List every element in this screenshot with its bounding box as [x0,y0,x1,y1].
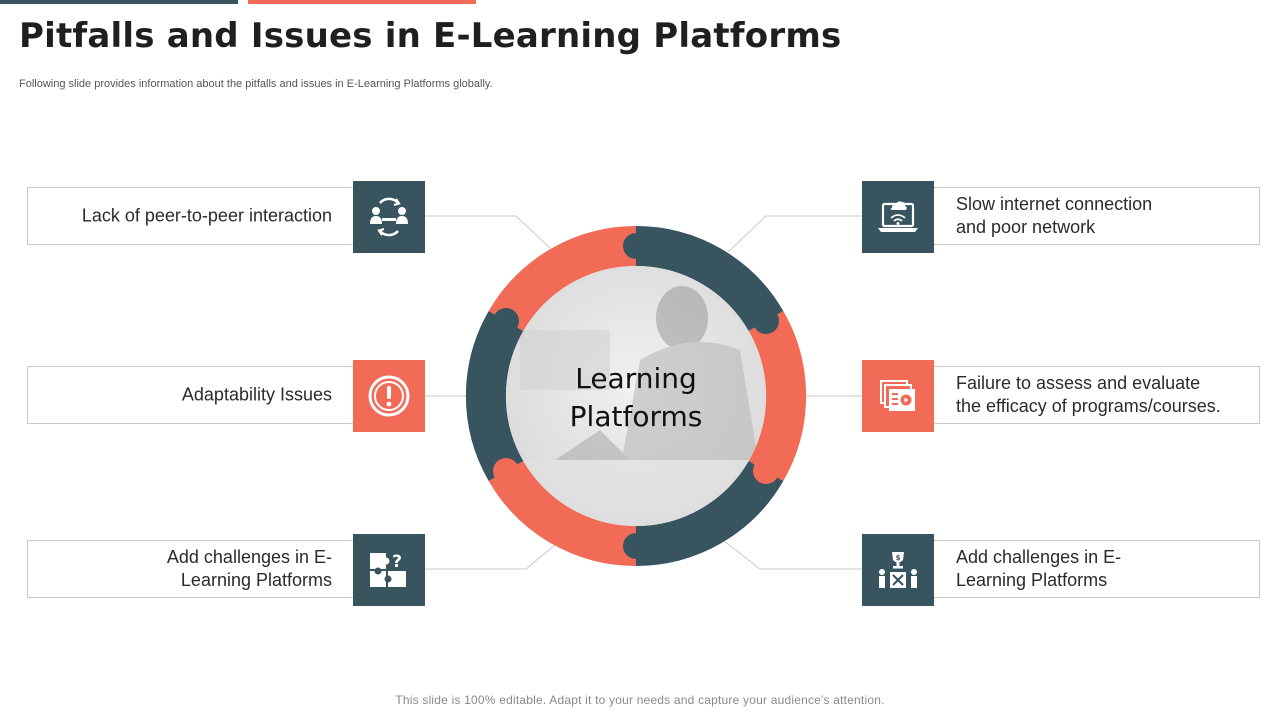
card-left-top: Lack of peer-to-peer interaction [27,181,425,253]
ring-knob-right-bottom [753,458,779,484]
card-right-bottom-text: Add challenges in E- Learning Platforms [956,546,1256,592]
center-label-line2: Platforms [569,400,703,433]
card-left-top-line1: Lack of peer-to-peer interaction [81,205,332,226]
card-right-bottom-line2: Learning Platforms [956,570,1108,590]
center-label: Learning Platforms [536,360,736,436]
card-right-mid-line1: Failure to assess and evaluate [956,373,1201,393]
connector-right-bottom [723,540,862,570]
card-left-bottom-line1: Add challenges in E- [166,547,332,567]
ring-segment-top-right [635,225,784,332]
card-left-mid-text: Adaptability Issues [52,384,332,407]
svg-text:$: $ [896,554,901,562]
card-left-bottom: Add challenges in E- Learning Platforms … [27,534,425,606]
video-playlist-icon [862,360,934,432]
exclamation-circle-icon [353,360,425,432]
card-left-bottom-line2: Learning Platforms [180,570,332,590]
card-right-bottom: $ Add challenges in E- Learning Platform… [862,534,1260,606]
card-left-mid-line1: Adaptability Issues [181,384,332,405]
card-right-mid-text: Failure to assess and evaluate the effic… [956,372,1256,418]
ring-segment-bottom-left [488,460,637,567]
ring-knob-bottom [623,533,649,559]
card-left-bottom-text: Add challenges in E- Learning Platforms [52,546,332,592]
connector-left-top [425,215,551,249]
laptop-cloud-icon [862,181,934,253]
svg-text:?: ? [392,552,402,572]
card-right-top: Slow internet connection and poor networ… [862,181,1260,253]
trophy-competition-icon: $ [862,534,934,606]
card-right-bottom-line1: Add challenges in E- [956,547,1122,567]
card-left-mid: Adaptability Issues [27,360,425,432]
card-left-top-text: Lack of peer-to-peer interaction [52,205,332,228]
page-subtitle: Following slide provides information abo… [19,78,493,90]
ring-segment-top-left [488,225,637,332]
card-right-top-line1: Slow internet connection [956,194,1153,214]
center-label-line1: Learning [575,362,697,395]
footer-note: This slide is 100% editable. Adapt it to… [395,693,885,707]
connector-left-bottom [425,543,557,570]
ring-knob-left-top [493,308,519,334]
card-right-top-text: Slow internet connection and poor networ… [956,193,1256,239]
top-accent-bar-coral [248,0,476,4]
ring-knob-left-bottom [493,458,519,484]
card-right-top-line2: and poor network [956,217,1096,237]
people-exchange-icon [353,181,425,253]
ring-segment-bottom-right [635,460,784,567]
ring-knob-right-top [753,308,779,334]
top-accent-bar-dark [0,0,238,4]
puzzle-question-icon: ? [353,534,425,606]
ring-segment-left [465,311,524,481]
card-right-mid-line2: the efficacy of programs/courses. [956,396,1221,416]
page-title: Pitfalls and Issues in E-Learning Platfo… [19,16,842,56]
ring-knob-top [623,233,649,259]
connector-right-top [727,215,862,253]
ring-segment-right [748,311,807,481]
card-right-mid: Failure to assess and evaluate the effic… [862,360,1260,432]
